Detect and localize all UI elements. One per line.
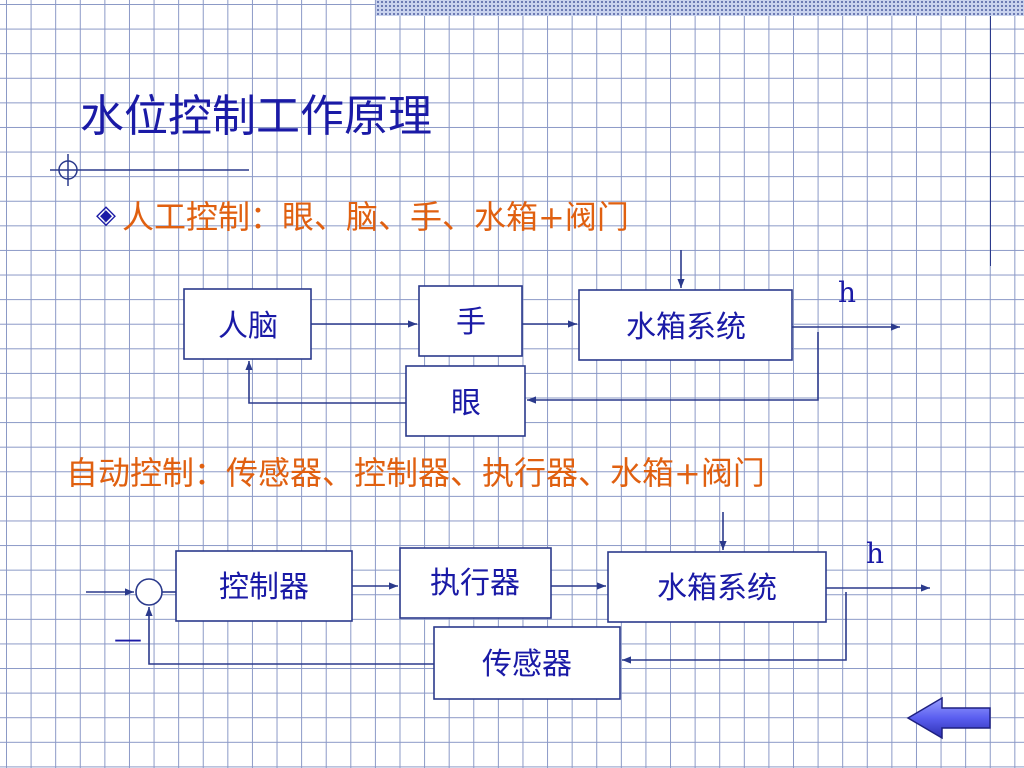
output-to-sensor-feedback <box>622 592 847 664</box>
hand-block-label: 手 <box>456 305 486 340</box>
sensor-to-junction-feedback <box>145 607 434 665</box>
top-decor-bar <box>376 0 1024 16</box>
eye-block-label: 眼 <box>451 386 481 421</box>
manual-diagram <box>183 250 900 437</box>
summing-junction <box>135 578 163 606</box>
auto-control-heading: 自动控制：传感器、控制器、执行器、水箱+阀门 <box>66 454 765 492</box>
actuator-block <box>399 547 552 619</box>
diamond-bullet-icon: ◈ <box>96 200 116 230</box>
actuator-block-label: 执行器 <box>430 566 520 601</box>
auto-diagram <box>86 512 930 700</box>
manual-control-item: ◈ 人工控制：眼、脑、手、水箱+阀门 <box>96 192 629 238</box>
eye-to-brain-feedback <box>245 361 406 404</box>
tank-block <box>578 289 793 361</box>
tank-block-auto <box>607 551 827 623</box>
controller-block <box>175 550 353 622</box>
eye-block <box>405 365 526 437</box>
sensor-block <box>433 626 621 700</box>
sensor-block-label: 传感器 <box>482 647 572 682</box>
right-decor-line <box>990 16 991 266</box>
page-title: 水位控制工作原理 <box>80 91 432 142</box>
title-underline-decor <box>50 154 249 186</box>
back-arrow-icon[interactable] <box>904 694 996 742</box>
manual-output-label: h <box>838 276 856 309</box>
tank-block-label: 水箱系统 <box>626 310 746 345</box>
brain-block-label: 人脑 <box>218 309 278 344</box>
output-to-eye-feedback <box>527 332 819 404</box>
manual-control-heading: 人工控制：眼、脑、手、水箱+阀门 <box>122 198 629 236</box>
controller-block-label: 控制器 <box>219 570 309 605</box>
brain-block <box>183 288 312 360</box>
auto-output-label: h <box>866 537 884 570</box>
feedback-sign: — <box>114 622 142 655</box>
tank-block-auto-label: 水箱系统 <box>657 571 777 606</box>
hand-block <box>418 285 523 357</box>
